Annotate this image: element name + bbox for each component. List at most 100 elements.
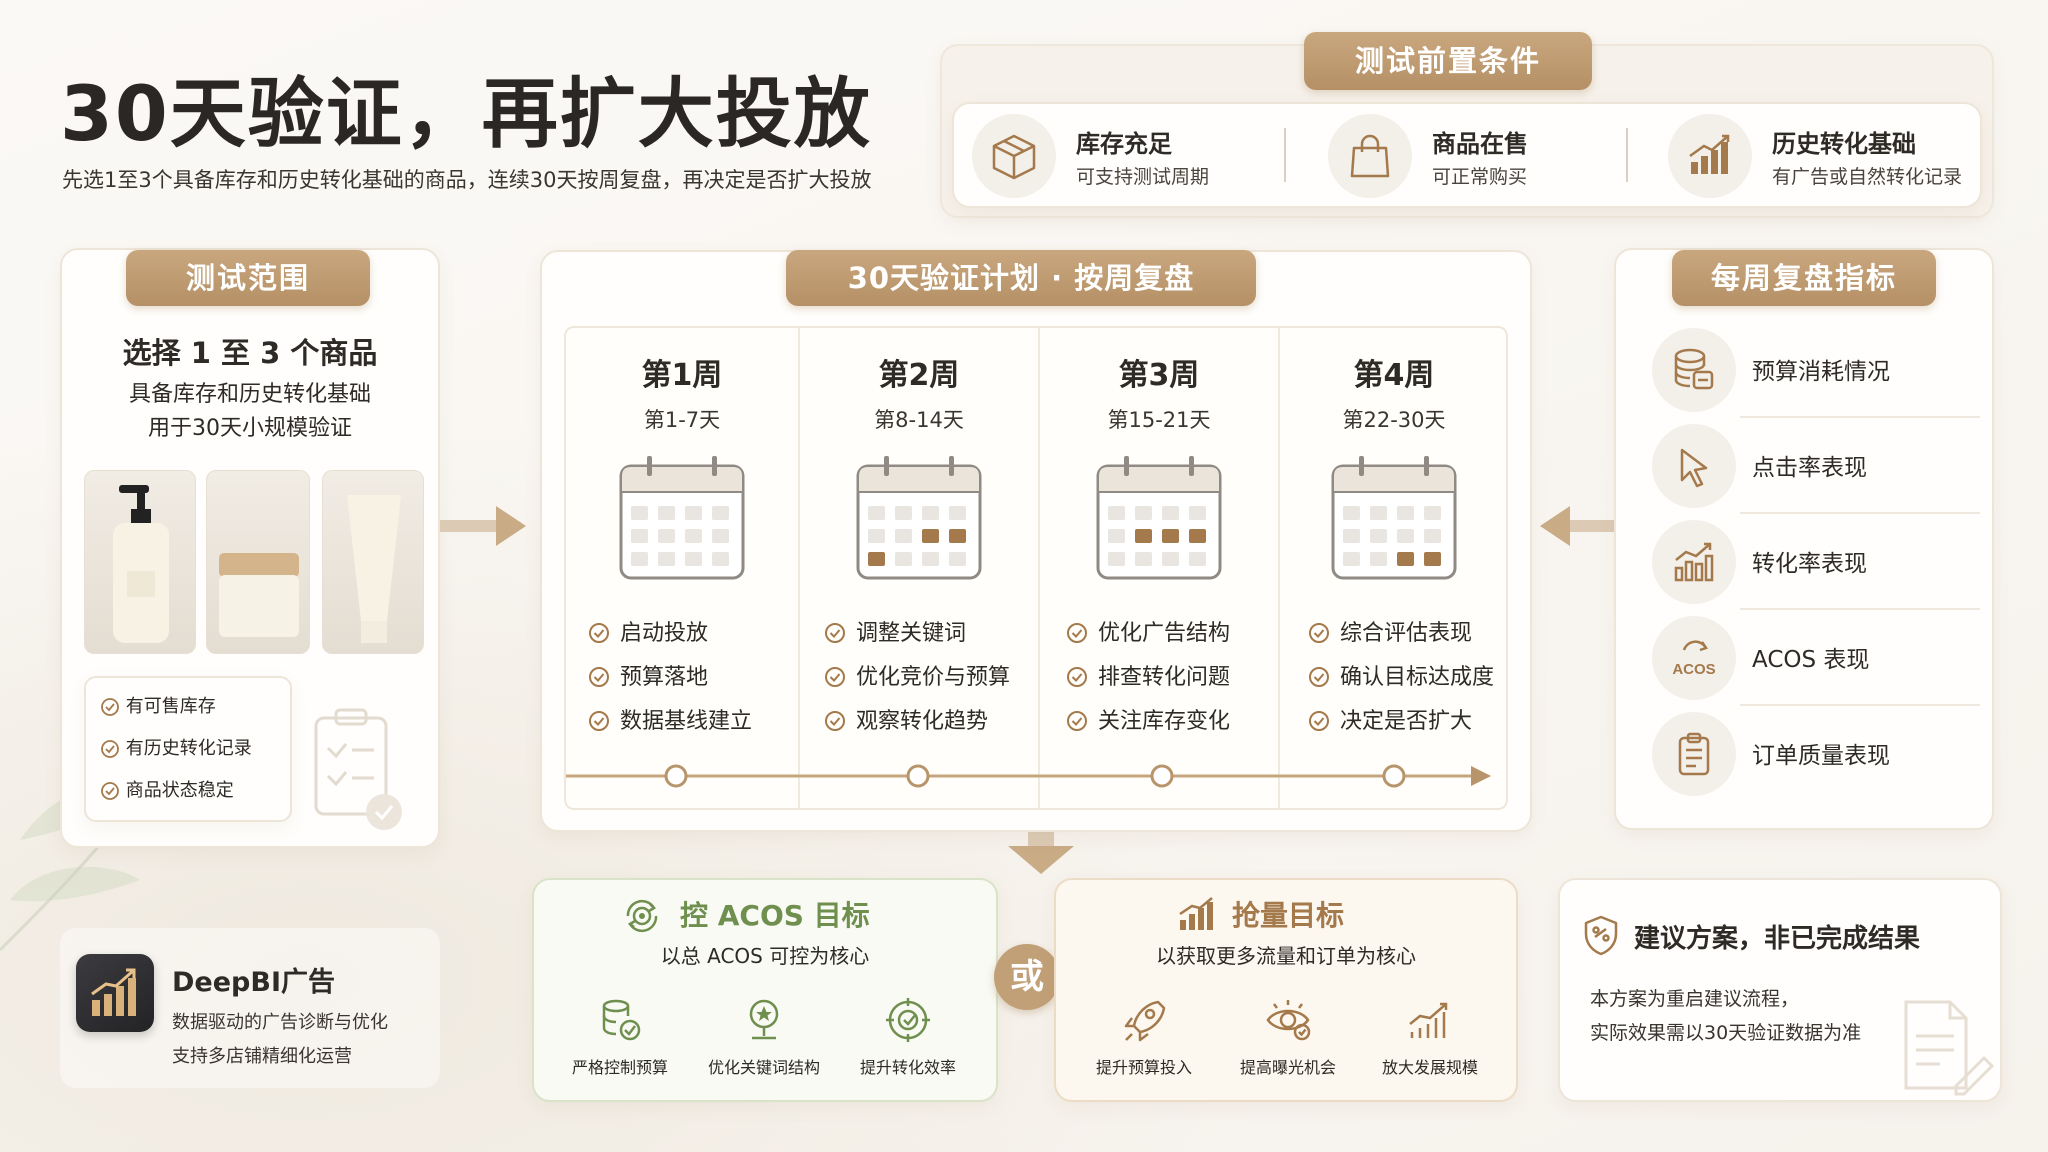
task-item: 优化广告结构 <box>1066 612 1278 656</box>
page-title: 30天验证，再扩大投放 <box>60 69 872 158</box>
week-3-column: 第3周 第15-21天 优化广告结构 排查转化问题 关注库存变化 <box>1040 328 1278 808</box>
advice-line-2: 实际效果需以30天验证数据为准 <box>1590 1022 1862 1044</box>
calendar-day <box>949 552 966 566</box>
exposure-eye-icon <box>1266 1000 1311 1041</box>
volume-goal-item-3: 放大发展规模 <box>1360 994 1500 1078</box>
calendar-day <box>658 552 675 566</box>
week-1-column: 第1周 第1-7天 启动投放 预算落地 数据基线建立 <box>566 328 798 808</box>
precondition-icon-3 <box>1668 114 1752 198</box>
week-days: 第22-30天 <box>1342 408 1446 432</box>
brand-name: DeepBI广告 <box>172 967 335 998</box>
acos-goal-card <box>532 878 998 1102</box>
calendar-day <box>685 552 702 566</box>
scope-check-2: 有历史转化记录 <box>100 734 252 760</box>
volume-goal-card <box>1054 878 1518 1102</box>
divider <box>1284 128 1286 182</box>
calendar-day <box>1343 552 1360 566</box>
calendar-day-highlighted <box>1397 552 1414 566</box>
calendar-day <box>1108 529 1125 543</box>
precondition-desc-3: 有广告或自然转化记录 <box>1772 166 1963 188</box>
calendar-day <box>685 529 702 543</box>
scope-line-1: 具备库存和历史转化基础 <box>128 382 371 407</box>
svg-text:ACOS: ACOS <box>1672 661 1715 678</box>
calendar-day <box>895 529 912 543</box>
acos-icon: ACOS <box>1672 640 1716 678</box>
calendar-day <box>1162 552 1179 566</box>
calendar-day <box>868 529 885 543</box>
conversion-chart-icon <box>1674 542 1714 582</box>
calendar-day <box>922 552 939 566</box>
task-item: 预算落地 <box>588 656 798 700</box>
calendar-day <box>1370 529 1387 543</box>
product-image-cream-jar <box>206 470 310 654</box>
budget-check-icon <box>602 999 641 1041</box>
keyword-structure-icon <box>749 999 779 1040</box>
clipboard-icon <box>1678 732 1710 776</box>
task-item: 调整关键词 <box>824 612 1038 656</box>
calendar-icon <box>1096 456 1222 580</box>
calendar-day <box>1370 552 1387 566</box>
calendar-icon <box>856 456 982 580</box>
scope-heading: 选择 1 至 3 个商品 <box>122 336 378 370</box>
efficiency-gauge-icon <box>886 998 930 1042</box>
week-title: 第2周 <box>878 358 960 393</box>
arrow-down-icon <box>1008 832 1074 874</box>
task-item: 综合评估表现 <box>1308 612 1508 656</box>
box-icon <box>992 134 1036 180</box>
calendar-icon <box>619 456 745 580</box>
precondition-title-1: 库存充足 <box>1076 130 1172 158</box>
calendar-day <box>712 552 729 566</box>
brand-logo-icon <box>76 954 154 1032</box>
shopping-bag-icon <box>1350 134 1390 178</box>
calendar-day <box>685 506 702 520</box>
metric-order-quality: 订单质量表现 <box>1644 706 1980 802</box>
plan-weeks-box: 第1周 第1-7天 启动投放 预算落地 数据基线建立 第2周 第8-14天 调整… <box>564 326 1508 810</box>
bar-growth-icon <box>1689 134 1730 174</box>
calendar-day <box>1343 529 1360 543</box>
arrow-right-icon <box>440 506 526 546</box>
cursor-click-icon <box>1680 448 1708 488</box>
calendar-day <box>1397 506 1414 520</box>
calendar-day <box>712 506 729 520</box>
metric-conversion: 转化率表现 <box>1644 514 1980 610</box>
scope-line-2: 用于30天小规模验证 <box>148 416 352 441</box>
calendar-day <box>658 529 675 543</box>
preconditions-inner <box>952 102 1982 208</box>
calendar-day <box>1343 506 1360 520</box>
calendar-day <box>1135 552 1152 566</box>
target-cycle-icon <box>626 899 658 933</box>
week-days: 第8-14天 <box>874 408 964 432</box>
week-title: 第3周 <box>1118 358 1200 393</box>
clipboard-check-decoration-icon <box>314 708 402 830</box>
budget-coins-icon <box>1674 348 1714 390</box>
advice-title: 建议方案，非已完成结果 <box>1634 924 1921 954</box>
acos-goal-item-2: 优化关键词结构 <box>694 994 834 1078</box>
calendar-day <box>1162 506 1179 520</box>
metrics-tag: 每周复盘指标 <box>1672 250 1936 306</box>
page-subtitle: 先选1至3个具备库存和历史转化基础的商品，连续30天按周复盘，再决定是否扩大投放 <box>62 168 872 192</box>
volume-goal-item-2: 提高曝光机会 <box>1218 994 1358 1078</box>
calendar-day <box>895 506 912 520</box>
precondition-desc-1: 可支持测试周期 <box>1076 166 1210 188</box>
task-item: 观察转化趋势 <box>824 700 1038 744</box>
calendar-day-highlighted <box>922 529 939 543</box>
calendar-day <box>1135 506 1152 520</box>
calendar-day-highlighted <box>1424 552 1441 566</box>
calendar-day <box>712 529 729 543</box>
metric-acos: ACOS ACOS 表现 <box>1644 610 1980 706</box>
volume-chart-icon <box>1179 897 1213 930</box>
product-image-pump-bottle <box>84 470 196 654</box>
calendar-day <box>922 506 939 520</box>
calendar-day <box>1424 529 1441 543</box>
calendar-day <box>895 552 912 566</box>
calendar-day <box>1189 552 1206 566</box>
week-days: 第15-21天 <box>1107 408 1211 432</box>
week-title: 第1周 <box>641 358 723 393</box>
week-4-column: 第4周 第22-30天 综合评估表现 确认目标达成度 决定是否扩大 <box>1280 328 1508 808</box>
task-item: 关注库存变化 <box>1066 700 1278 744</box>
scope-check-1: 有可售库存 <box>100 692 216 718</box>
calendar-day <box>1108 506 1125 520</box>
precondition-desc-2: 可正常购买 <box>1432 166 1528 188</box>
divider <box>1626 128 1628 182</box>
calendar-day <box>631 529 648 543</box>
